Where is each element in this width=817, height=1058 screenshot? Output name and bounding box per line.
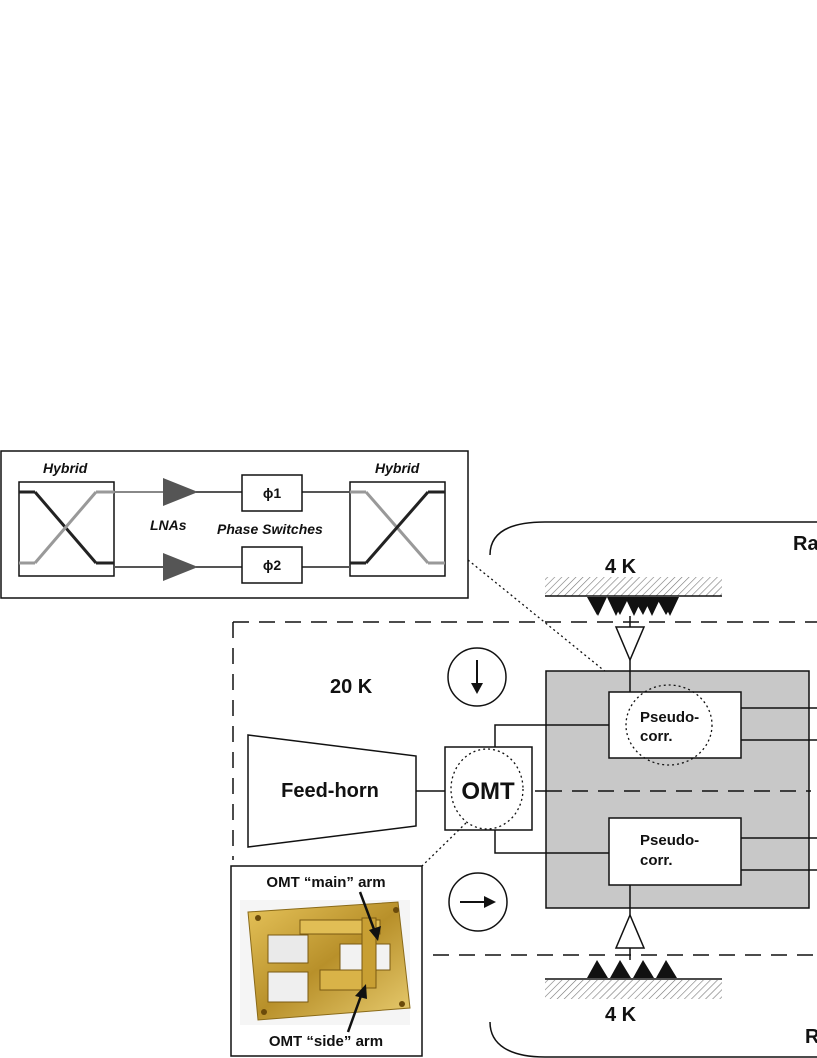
polarization-vertical-icon bbox=[447, 647, 507, 707]
lnas-label: LNAs bbox=[150, 517, 187, 533]
rack-top-label: Ra bbox=[793, 533, 817, 555]
omt-photo-panel: OMT “main” arm OMT “side” arm bbox=[230, 865, 423, 1057]
phase-switches-label: Phase Switches bbox=[217, 521, 323, 537]
side-arm-arrow bbox=[346, 992, 364, 1033]
pseudo-top-line1: Pseudo- bbox=[640, 709, 699, 726]
pseudo-top-highlight bbox=[625, 684, 713, 766]
hybrid-right-label: Hybrid bbox=[375, 460, 420, 476]
phase-switch-1 bbox=[241, 474, 303, 512]
feedhorn bbox=[247, 734, 417, 848]
pseudo-correlator-bottom bbox=[608, 817, 742, 886]
hybrid-right bbox=[349, 481, 446, 577]
rack-top-outline bbox=[489, 521, 817, 556]
amp-top-icon bbox=[614, 626, 646, 662]
inset-panel: Hybrid Hybrid bbox=[0, 450, 469, 599]
lna-top-icon bbox=[163, 478, 198, 506]
omt-highlight bbox=[450, 748, 524, 830]
polarization-horizontal-icon bbox=[448, 872, 508, 932]
cold-plate-top: 4 K bbox=[545, 556, 722, 616]
phi2-label: ϕ2 bbox=[263, 557, 281, 573]
omt-box bbox=[444, 746, 533, 831]
omt-label: OMT bbox=[461, 778, 515, 805]
omt-side-arm-label: OMT “side” arm bbox=[269, 1033, 383, 1050]
omt-photo-image bbox=[240, 900, 411, 1025]
pseudo-top-line2: corr. bbox=[640, 728, 673, 745]
phi1-label: ϕ1 bbox=[263, 485, 281, 501]
temp-4k-top: 4 K bbox=[605, 556, 637, 578]
amp-bottom-icon bbox=[614, 913, 646, 949]
rack-bottom-outline bbox=[489, 1021, 817, 1058]
omt-main-arm-label: OMT “main” arm bbox=[266, 874, 385, 891]
inset-leader-line bbox=[467, 559, 629, 691]
lna-bottom-icon bbox=[163, 553, 198, 581]
phase-switch-2 bbox=[241, 546, 303, 584]
pseudo-correlator-top bbox=[608, 691, 742, 759]
pseudo-bottom-line1: Pseudo- bbox=[640, 832, 699, 849]
cold-plate-bottom: 4 K bbox=[545, 960, 722, 1026]
feedhorn-label: Feed-horn bbox=[281, 780, 379, 802]
temp-4k-bottom: 4 K bbox=[605, 1004, 637, 1026]
temp-20k: 20 K bbox=[330, 676, 373, 698]
main-arm-arrow bbox=[358, 891, 377, 933]
hybrid-left bbox=[18, 481, 115, 577]
hybrid-left-label: Hybrid bbox=[43, 460, 88, 476]
rack-bottom-label: R bbox=[805, 1026, 817, 1048]
pseudo-bottom-line2: corr. bbox=[640, 852, 673, 869]
